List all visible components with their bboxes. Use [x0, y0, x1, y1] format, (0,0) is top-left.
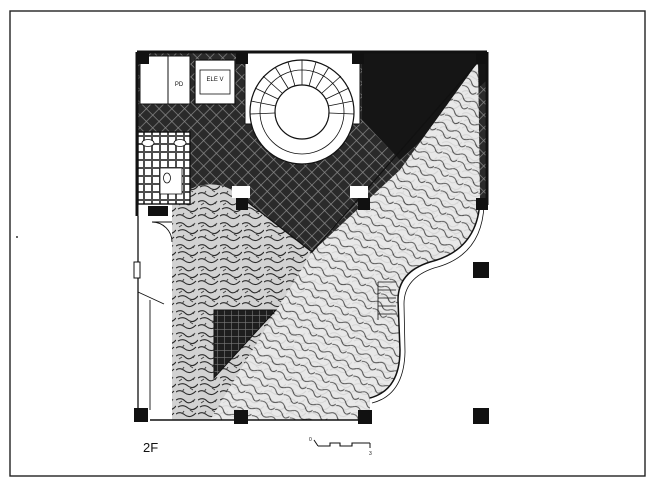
elevator-label: ELE V [206, 77, 223, 83]
floor-label: 2F [143, 440, 158, 455]
v-edge-line [231, 61, 479, 253]
stray-dot [16, 236, 18, 238]
curved-wall [369, 199, 481, 399]
elevator-room [194, 59, 236, 105]
restroom-stall [159, 167, 183, 195]
toilet [163, 172, 171, 184]
scale-start-label: 0 [309, 437, 312, 443]
pd-room-label: PD [175, 82, 184, 88]
restroom-sink-left [141, 139, 155, 147]
stone-floor-light-area [210, 62, 480, 420]
curved-wall-outer [371, 204, 485, 404]
dark-wedge-area [362, 52, 487, 160]
spiral-stair [249, 59, 355, 165]
elevator-car [199, 69, 231, 95]
scale-end-label: 3 [369, 451, 372, 457]
structural-columns [134, 52, 489, 424]
steps-right [377, 281, 396, 320]
restroom-threshold [148, 206, 168, 216]
scale-bar [313, 439, 371, 448]
grid-triangle [213, 309, 278, 380]
wall-opening-marker [133, 261, 141, 279]
corridor-diagonal-door [137, 291, 165, 305]
column-highlights [232, 186, 368, 198]
pd-room [167, 55, 191, 105]
restroom-sink-right [173, 139, 187, 147]
